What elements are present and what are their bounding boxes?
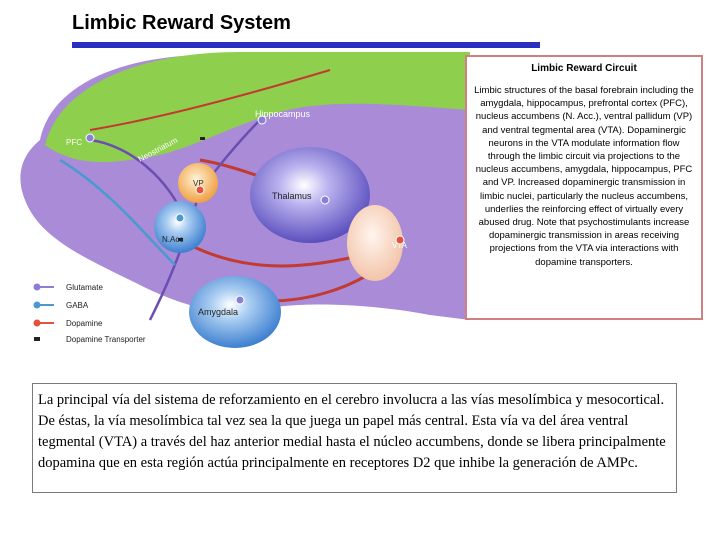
dopamine-transporter-mark [178, 238, 183, 241]
info-box-text: Limbic structures of the basal forebrain… [474, 85, 694, 268]
limbic-circuit-diagram: Hippocampus PFC Neostriatum VP Thalamus … [20, 52, 470, 348]
caption-text-box: La principal vía del sistema de reforzam… [32, 383, 677, 493]
amygdala-neuron-dot [235, 295, 245, 305]
info-box-title: Limbic Reward Circuit [531, 63, 637, 74]
dopamine-transporter-mark [200, 137, 205, 140]
legend-glutamate-swatch [33, 283, 41, 291]
nacc-neuron-dot [175, 213, 185, 223]
thalamus-neuron-dot [320, 195, 330, 205]
legend-transporter-label: Dopamine Transporter [66, 335, 146, 344]
amygdala-region [189, 276, 281, 348]
hippocampus-neuron-dot [257, 115, 267, 125]
title-underline [72, 42, 540, 48]
caption-text: La principal vía del sistema de reforzam… [38, 392, 666, 471]
legend-glutamate-label: Glutamate [66, 283, 103, 292]
legend-transporter-swatch [34, 337, 40, 341]
thalamus-region [250, 147, 370, 243]
vp-neuron-dot [195, 185, 205, 195]
gaba-pathway [59, 158, 176, 266]
hippocampus-label: Hippocampus [255, 109, 311, 119]
thalamus-label: Thalamus [272, 191, 312, 201]
info-box: Limbic Reward Circuit Limbic structures … [465, 55, 703, 320]
pfc-label: PFC [66, 138, 82, 147]
legend-dopamine-swatch [33, 319, 41, 327]
vta-neuron-dot [395, 235, 405, 245]
vta-label: VTA [392, 241, 408, 250]
legend-gaba-label: GABA [66, 301, 89, 310]
nacc-region [154, 201, 206, 253]
amygdala-label: Amygdala [198, 307, 238, 317]
legend-dopamine-label: Dopamine [66, 319, 103, 328]
vta-region [347, 205, 403, 281]
vp-region [178, 163, 218, 203]
pfc-neuron-dot [85, 133, 95, 143]
vp-label: VP [193, 179, 204, 188]
legend-gaba-swatch [33, 301, 41, 309]
cortical-projection [89, 69, 331, 131]
legend: Glutamate GABA Dopamine Dopamine Transpo… [33, 283, 146, 344]
hippocampus-band [45, 52, 470, 163]
nacc-label: N.Acc [162, 235, 183, 244]
page-title: Limbic Reward System [72, 12, 291, 34]
